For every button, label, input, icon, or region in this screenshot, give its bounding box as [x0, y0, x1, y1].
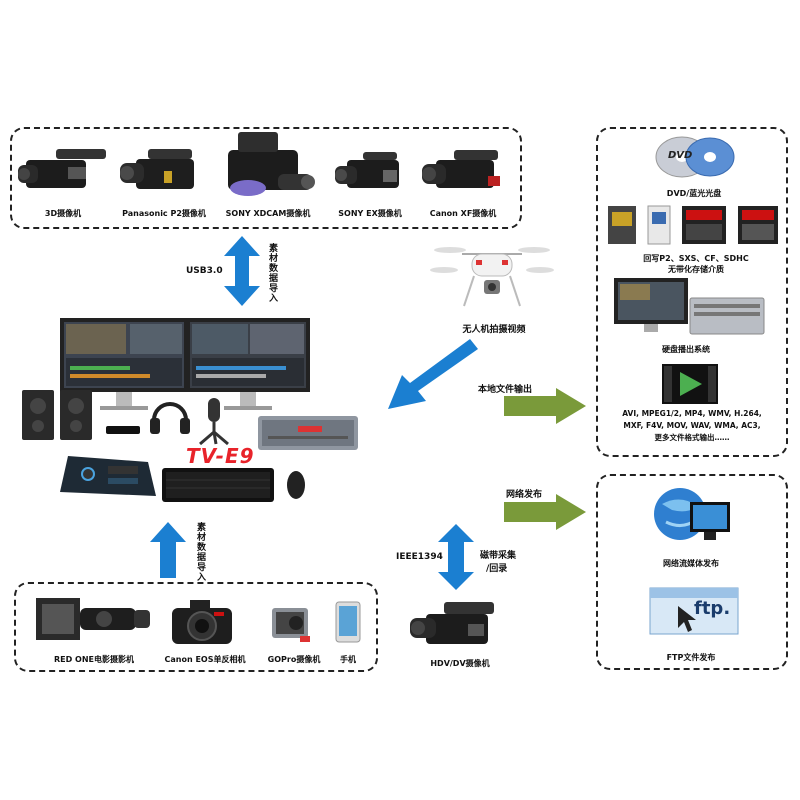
canon-eos-camera-icon: [172, 600, 232, 644]
tape-capture-label-1: 磁带采集: [480, 551, 517, 561]
hdv-camera-icon: [410, 602, 494, 644]
camera-label-sony-xdcam: SONY XDCAM摄像机: [225, 209, 311, 218]
camera-label-3d: 3D摄像机: [44, 209, 82, 218]
globe-monitor-icon: [654, 488, 730, 540]
workstation-brand: TV-E9: [186, 444, 255, 468]
dvd-label: DVD/蓝光光盘: [666, 189, 722, 198]
drone-icon: [430, 247, 554, 307]
publish-group: [596, 474, 788, 670]
network-publish-label: 网络发布: [506, 490, 543, 500]
output-group: [596, 127, 788, 457]
red-one-camera-icon: [36, 598, 150, 640]
storage-label-2: 无带化存储介质: [668, 265, 724, 274]
usb-interface-label: USB3.0: [186, 266, 223, 276]
3d-camera-icon: [18, 149, 106, 188]
camera-label-phone: 手机: [340, 655, 356, 664]
keyboard-icon: [162, 468, 274, 502]
formats-line-3: 更多文件格式输出……: [654, 433, 730, 442]
import-label-bottom: 素材数据导入: [195, 522, 205, 582]
drone-arrow: [388, 339, 478, 409]
disk-system-label: 硬盘播出系统: [662, 345, 710, 354]
ftp-publish-label: FTP文件发布: [666, 653, 716, 662]
sony-xdcam-camera-icon: [228, 132, 315, 196]
ieee-interface-label: IEEE1394: [396, 552, 443, 562]
headphones-icon: [150, 402, 190, 434]
dvd-disc-icon: [655, 136, 735, 178]
stream-publish-label: 网络流媒体发布: [663, 559, 719, 568]
media-file-icon: [662, 364, 718, 404]
tape-capture-label-2: /回录: [486, 564, 508, 574]
local-output-label: 本地文件输出: [478, 385, 533, 395]
disk-system-icon: [614, 278, 765, 335]
control-panel-icon: [60, 456, 156, 496]
storage-label-1: 回写P2、SXS、CF、SDHC: [643, 254, 749, 263]
camera-label-gopro: GOPro摄像机: [267, 655, 321, 664]
ftp-logo: ftp.: [694, 598, 731, 619]
hdv-camera-label: HDV/DV摄像机: [430, 659, 490, 668]
network-publish-arrow: [504, 494, 586, 530]
camera-label-panasonic: Panasonic P2摄像机: [122, 209, 206, 218]
speaker-icon: [22, 390, 92, 440]
dvd-logo: DVD: [668, 150, 693, 161]
usb-device-icon: [106, 426, 140, 434]
ftp-icon: [649, 587, 739, 635]
import-arrow-top: [224, 236, 260, 306]
formats-line-1: AVI, MPEG1/2, MP4, WMV, H.264,: [622, 409, 762, 418]
top-camera-group: [10, 127, 522, 229]
gopro-camera-icon: [272, 608, 310, 642]
ieee1394-arrow: [438, 524, 474, 590]
camera-label-canon-xf: Canon XF摄像机: [429, 209, 497, 218]
workstation-chassis-icon: [258, 416, 358, 450]
monitor-right-icon: [186, 318, 310, 410]
import-label-top: 素材数据导入: [267, 243, 277, 303]
mobile-phone-icon: [335, 601, 361, 643]
camera-label-sony-ex: SONY EX摄像机: [338, 209, 402, 218]
canon-xf-camera-icon: [422, 150, 500, 188]
mouse-icon: [287, 471, 305, 499]
local-output-arrow: [504, 388, 586, 424]
sony-ex-camera-icon: [335, 152, 399, 188]
bottom-camera-group: [14, 582, 378, 672]
storage-cards-icon: [608, 205, 778, 245]
drone-label: 无人机拍摄视频: [462, 325, 526, 335]
monitor-left-icon: [60, 318, 188, 410]
camera-label-red-one: RED ONE电影摄影机: [53, 655, 134, 664]
formats-line-2: MXF, F4V, MOV, WAV, WMA, AC3,: [623, 421, 761, 430]
panasonic-camera-icon: [120, 149, 194, 189]
import-arrow-bottom: [150, 522, 186, 578]
camera-label-canon-eos: Canon EOS单反相机: [164, 655, 246, 664]
microphone-icon: [199, 398, 229, 446]
